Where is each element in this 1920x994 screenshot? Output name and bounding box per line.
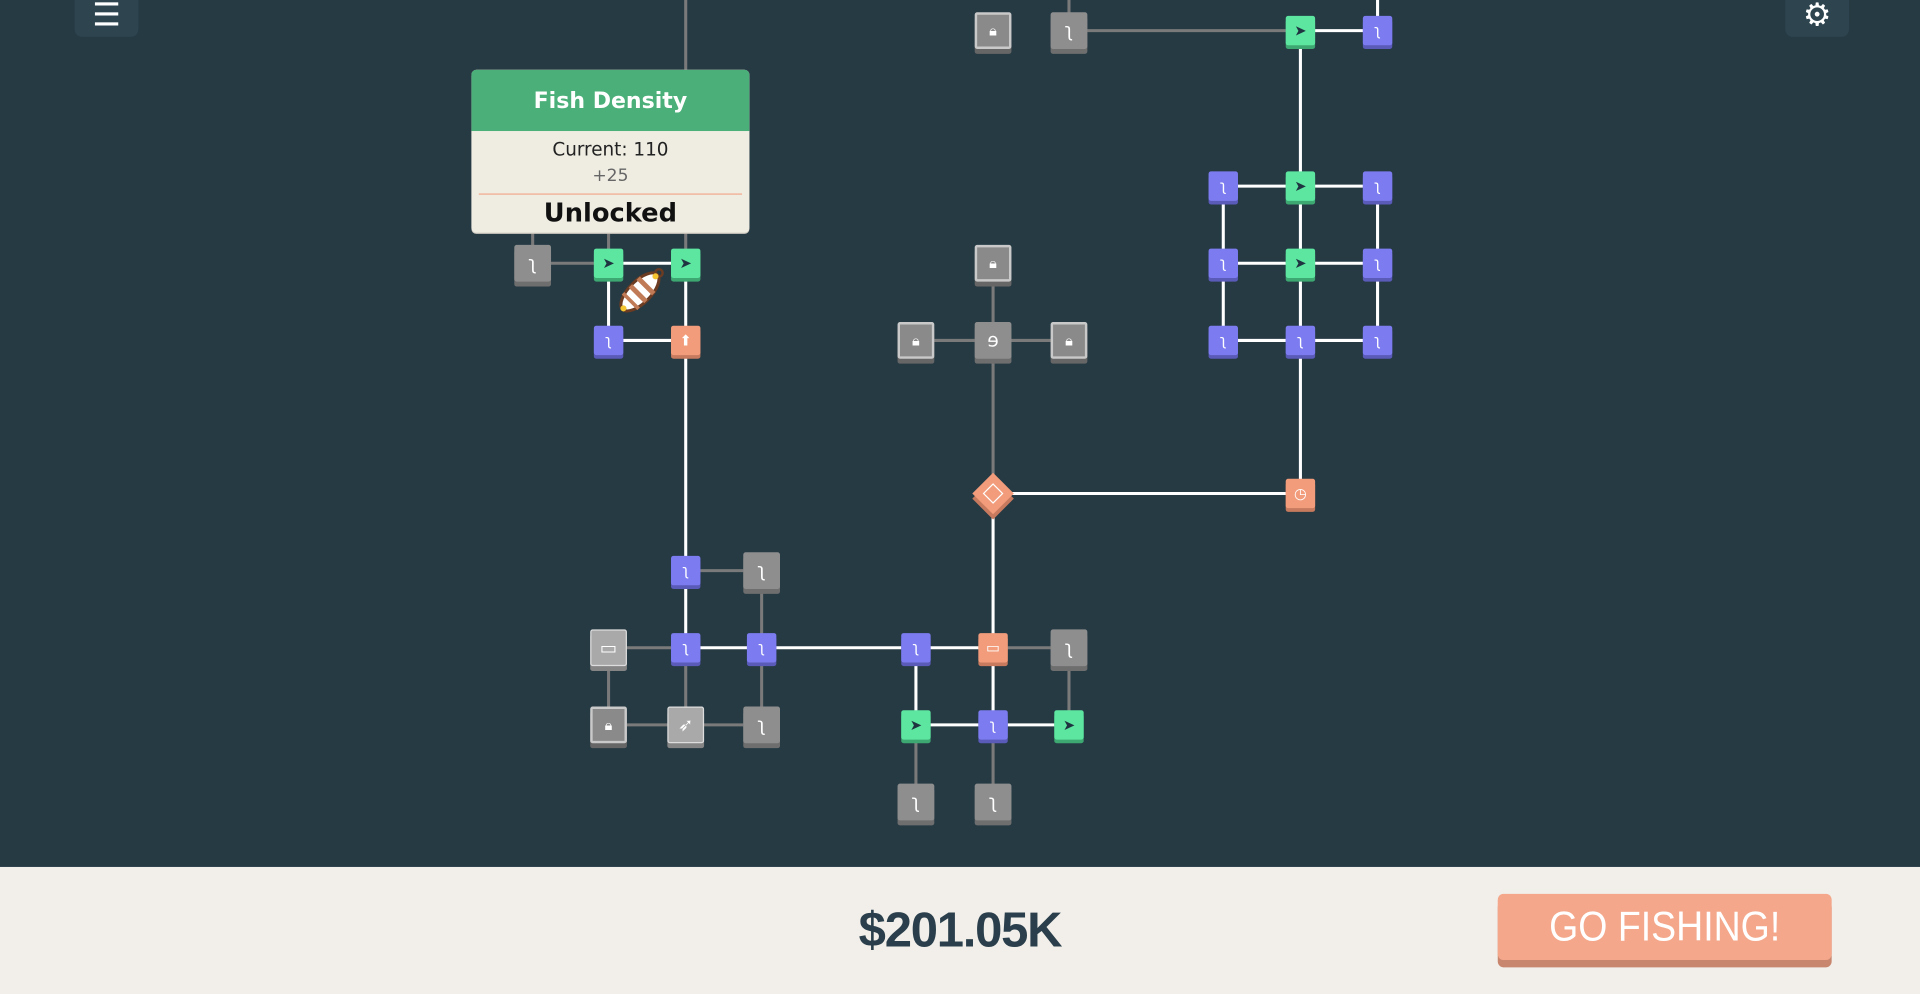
tooltip-status: Unlocked <box>543 198 677 228</box>
locked-upgrade-node[interactable]: 🔒︎ <box>974 12 1012 49</box>
hook-icon: ʅ <box>1374 331 1381 349</box>
purple-upgrade-node[interactable]: ʅ <box>1208 171 1238 201</box>
locked-upgrade-node[interactable]: 🔒︎ <box>590 706 627 744</box>
locked-upgrade-node[interactable]: 🔒︎ <box>1050 322 1088 359</box>
green-upgrade-node[interactable]: ➤ <box>1054 710 1084 740</box>
purple-upgrade-node[interactable]: ʅ <box>1208 248 1238 278</box>
fish-icon: ➤ <box>1294 254 1307 272</box>
fish-icon: ➤ <box>1294 177 1307 195</box>
purple-upgrade-node[interactable]: ʅ <box>901 633 931 663</box>
lock-icon: 🔒︎ <box>989 254 997 272</box>
purple-upgrade-node[interactable]: ʅ <box>1362 171 1393 201</box>
gray-upgrade-node[interactable]: ʅ <box>743 706 781 744</box>
hook-icon: ʅ <box>682 562 690 580</box>
hook-icon: ʅ <box>1374 22 1381 40</box>
gray-upgrade-node[interactable]: ʅ <box>1050 12 1088 49</box>
orange-upgrade-node[interactable]: ⬆ <box>671 325 701 356</box>
purple-upgrade-node[interactable]: ʅ <box>671 633 701 663</box>
purple-upgrade-node[interactable]: ʅ <box>1362 248 1393 278</box>
orange-upgrade-node[interactable]: ◷ <box>1285 478 1316 509</box>
screen-icon: ▭ <box>599 636 618 659</box>
hook-icon: ʅ <box>1374 177 1381 195</box>
gray-upgrade-node[interactable]: ʅ <box>897 783 935 821</box>
lgray-upgrade-node[interactable]: ➶ <box>667 706 705 744</box>
timer-icon: ◷ <box>1293 484 1307 503</box>
purple-upgrade-node[interactable]: ʅ <box>1208 325 1238 356</box>
hook-icon: ʅ <box>911 790 921 813</box>
lock-icon: 🔒︎ <box>604 716 613 734</box>
green-upgrade-node[interactable]: ➤ <box>1285 15 1316 46</box>
tooltip-divider <box>478 193 743 195</box>
locked-upgrade-node[interactable]: 🔒︎ <box>974 244 1012 282</box>
locked-upgrade-node[interactable]: 🔒︎ <box>897 322 935 359</box>
hook-icon: ʅ <box>989 716 997 734</box>
orange-upgrade-node[interactable]: ▭ <box>978 633 1008 663</box>
tooltip-title: Fish Density <box>471 69 750 132</box>
hook-icon: ʅ <box>1219 254 1227 272</box>
purple-upgrade-node[interactable]: ʅ <box>1362 15 1393 46</box>
hook-icon: ʅ <box>1374 254 1381 272</box>
hook-icon: ʅ <box>988 790 998 813</box>
settings-button[interactable]: ⚙ <box>1785 0 1849 37</box>
lock-icon: 🔒︎ <box>1065 331 1073 349</box>
hook-icon: ʅ <box>758 639 766 657</box>
gray-upgrade-node[interactable]: ʅ <box>1050 629 1088 667</box>
hook-icon: ʅ <box>757 713 766 736</box>
gray-upgrade-node[interactable]: ɘ <box>974 322 1012 359</box>
green-upgrade-node[interactable]: ➤ <box>901 710 931 740</box>
tooltip-increment: +25 <box>592 166 629 187</box>
bottom-bar: $201.05K GO FISHING! <box>0 866 1920 994</box>
hook-icon: ʅ <box>605 331 612 349</box>
hook-icon: ʅ <box>1219 177 1227 195</box>
fish-icon: ➤ <box>602 254 615 272</box>
go-fishing-button[interactable]: GO FISHING! <box>1497 893 1832 961</box>
screen-icon: ▭ <box>986 639 1001 657</box>
green-upgrade-node[interactable]: ➤ <box>1285 171 1316 201</box>
fish-icon: ➤ <box>679 254 692 272</box>
skill-tree[interactable]: 🔒︎ ʅ ➤ ʅ ʅ ➤ ʅ ʅ ➤ ʅ ʅ ʅ ʅ ◷ 🔒︎ 🔒︎ 🔒︎ ɘ ʅ ▭ ʅ ➤ ʅ ➤ ʅ ʅ ʅ ʅ ▭ ʅ ʅ 🔒︎ ➶ ʅ ʅ… <box>0 0 1920 867</box>
hook-icon: ʅ <box>757 558 766 582</box>
hook-icon: ʅ <box>912 639 920 657</box>
hook-icon: ʅ <box>1064 18 1074 42</box>
hook-icon: ʅ <box>528 251 537 274</box>
lock-icon: 🔒︎ <box>912 331 920 349</box>
purple-upgrade-node[interactable]: ʅ <box>746 633 777 663</box>
gray-upgrade-node[interactable]: ʅ <box>743 552 781 589</box>
green-upgrade-node[interactable]: ➤ <box>1285 248 1316 278</box>
fish-icon: ➤ <box>1062 716 1076 734</box>
tooltip-current: Current: 110 <box>552 138 669 161</box>
arrow-up-icon: ⬆ <box>679 331 692 349</box>
hook-icon: ʅ <box>1219 331 1227 349</box>
fish-icon: ➤ <box>909 716 923 734</box>
money-display: $201.05K <box>858 903 1063 958</box>
cast-icon: ➶ <box>678 713 694 736</box>
purple-upgrade-node[interactable]: ʅ <box>1362 325 1393 356</box>
gray-upgrade-node[interactable]: ʅ <box>514 244 552 282</box>
purple-upgrade-node[interactable]: ʅ <box>1285 325 1316 356</box>
upgrade-tooltip: Fish Density Current: 110 +25 Unlocked <box>471 69 750 233</box>
reel-icon: ɘ <box>987 328 999 351</box>
purple-upgrade-node[interactable]: ʅ <box>978 710 1008 740</box>
tree-connections <box>531 0 1380 803</box>
purple-upgrade-node[interactable]: ʅ <box>593 325 624 356</box>
lgray-upgrade-node[interactable]: ▭ <box>590 629 627 667</box>
fish-icon: ➤ <box>1294 22 1307 40</box>
menu-button[interactable]: ☰ <box>74 0 139 37</box>
green-upgrade-node[interactable]: ➤ <box>593 248 624 278</box>
gray-upgrade-node[interactable]: ʅ <box>974 783 1012 821</box>
green-upgrade-node[interactable]: ➤ <box>671 248 701 278</box>
gear-icon: ⚙ <box>1802 0 1832 35</box>
hook-icon: ʅ <box>1064 636 1074 659</box>
lure-cursor-icon <box>619 267 664 313</box>
purple-upgrade-node[interactable]: ʅ <box>671 555 701 586</box>
hook-icon: ʅ <box>1297 331 1304 349</box>
lock-icon: 🔒︎ <box>989 22 997 40</box>
menu-icon: ☰ <box>92 0 121 35</box>
hook-icon: ʅ <box>682 639 690 657</box>
